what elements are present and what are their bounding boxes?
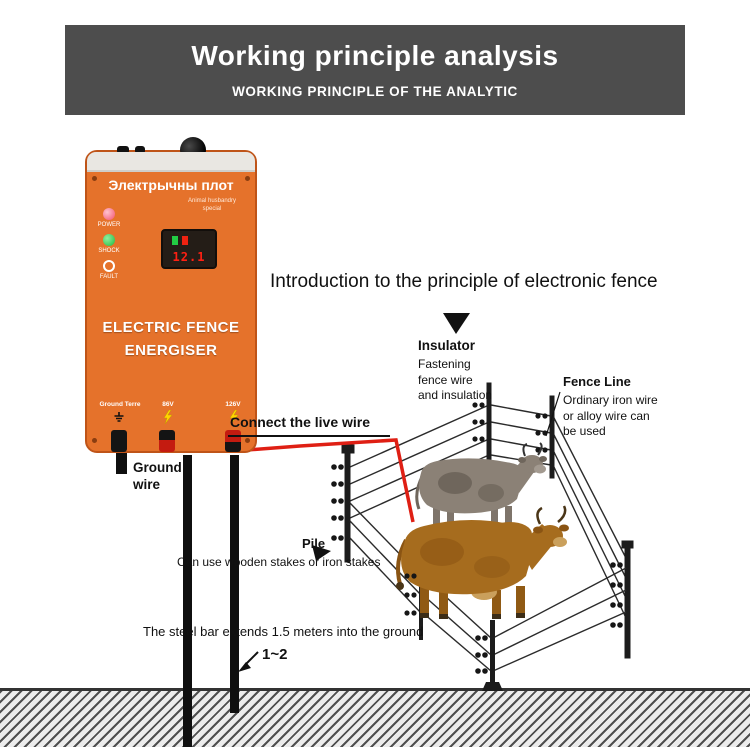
screw-icon — [245, 176, 250, 181]
steel-bar-right — [230, 455, 239, 713]
shock-led-icon — [103, 234, 115, 246]
86v-terminal-icon — [159, 430, 175, 452]
device-name: ELECTRIC FENCE ENERGISER — [102, 319, 240, 360]
page-title: Working principle analysis — [191, 40, 559, 71]
power-led-label: POWER — [97, 222, 121, 228]
diagram-title: Introduction to the principle of electro… — [270, 271, 658, 292]
shock-led-label: SHOCK — [98, 248, 120, 254]
brown-cow — [396, 505, 569, 619]
pile-description: Can use wooden stakes or iron stakes — [177, 555, 381, 569]
top-terminal-icon — [117, 146, 129, 154]
gray-cow — [415, 442, 547, 534]
ground-hatch — [0, 688, 750, 747]
fence-post-left — [344, 451, 351, 563]
power-led-icon — [103, 208, 115, 220]
fence-line-label: Fence Line — [563, 374, 631, 389]
fence-post-front — [475, 620, 503, 691]
voltage-display: 12.1 — [161, 229, 217, 269]
top-terminal-icon — [135, 146, 145, 154]
terminal-label-ground: Ground Terre — [99, 401, 141, 408]
lightning-icon — [229, 409, 239, 429]
fence-wires-front-left — [349, 502, 492, 672]
screw-icon — [92, 176, 97, 181]
live-wire-label: Connect the live wire — [228, 414, 391, 437]
fence-post-back-right — [549, 395, 555, 479]
fence-post-right — [624, 547, 631, 659]
fault-led-label: FAULT — [99, 274, 119, 280]
depth-label: 1~2 — [262, 646, 288, 663]
ground-wire-label: Ground wire — [133, 460, 182, 492]
steel-bar-note: The steel bar extends 1.5 meters into th… — [143, 624, 424, 639]
screw-icon — [92, 438, 97, 443]
brown-cow-tail — [396, 539, 408, 585]
screw-icon — [245, 438, 250, 443]
terminal-label-86v: 86V — [162, 401, 174, 408]
ground-terminal-icon — [111, 430, 127, 452]
insulator-pointer-icon — [443, 313, 470, 334]
fence-line-pointer — [545, 391, 561, 437]
insulator-description: Fastening fence wire and insulation — [418, 357, 493, 403]
pile-label: Pile — [302, 536, 326, 551]
fence-line-description: Ordinary iron wire or alloy wire can be … — [563, 393, 658, 439]
insulator-knobs-mid — [404, 573, 417, 616]
page-subtitle: WORKING PRINCIPLE OF THE ANALYTIC — [232, 84, 518, 99]
ground-symbol-icon — [113, 410, 125, 428]
header-banner: Working principle analysis WORKING PRINC… — [65, 25, 685, 115]
depth-arrow-icon — [238, 651, 259, 672]
insulator-label: Insulator — [418, 338, 476, 353]
display-value: 12.1 — [172, 250, 206, 264]
device-top-panel — [87, 152, 255, 172]
display-red-bar-icon — [182, 236, 188, 245]
fence-post-right-cap — [621, 540, 634, 549]
terminal-label-126v: 126V — [225, 401, 241, 408]
lightning-icon — [163, 409, 173, 429]
fault-led-icon — [103, 260, 115, 272]
display-green-bar-icon — [172, 236, 178, 245]
device-tagline: Animal husbandry special — [187, 198, 237, 213]
fence-post-left-cap — [341, 444, 355, 454]
fence-wires-front-right — [492, 567, 627, 672]
energiser-device: Электрычны плот Animal husbandry special… — [85, 137, 257, 453]
device-brand: Электрычны плот — [108, 177, 234, 193]
gray-cow-tail — [415, 474, 425, 510]
live-wire — [233, 438, 415, 523]
